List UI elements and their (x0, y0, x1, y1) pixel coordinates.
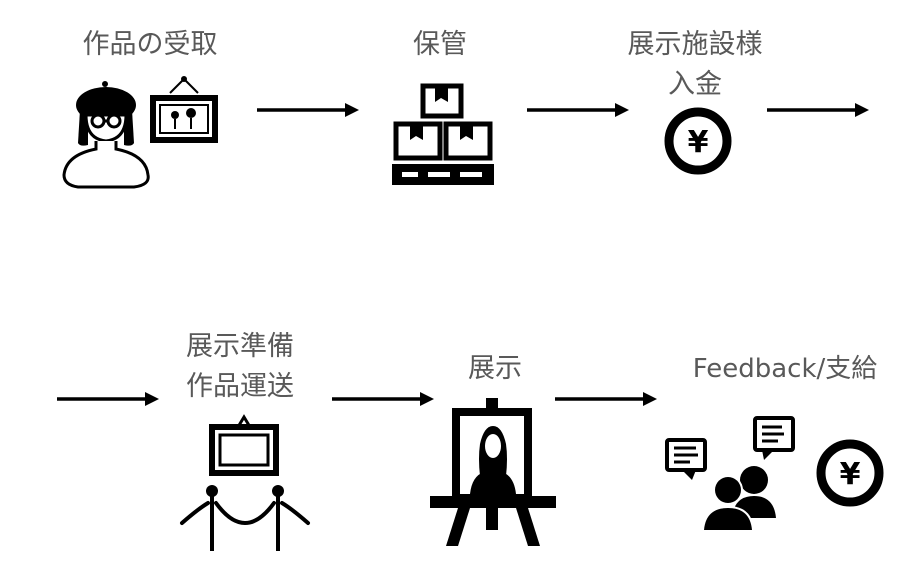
step-2-label: 保管 (413, 29, 467, 60)
step-4-label-line1: 展示準備 (186, 331, 294, 362)
arrow-3 (767, 103, 869, 117)
step-5-label: 展示 (468, 353, 522, 384)
artist-with-painting-icon (62, 76, 218, 189)
svg-text:¥: ¥ (688, 125, 709, 160)
yen-coin-icon: ¥ (664, 107, 732, 175)
svg-text:¥: ¥ (840, 457, 861, 492)
arrow-6 (555, 392, 657, 406)
framed-picture-rope-barrier-icon (180, 414, 310, 551)
arrow-4 (57, 392, 159, 406)
step-1-label: 作品の受取 (82, 29, 218, 60)
arrow-5 (332, 392, 434, 406)
stacked-boxes-pallet-icon (392, 83, 494, 185)
people-speech-bubbles-icon (665, 416, 795, 530)
step-4-label-line2: 作品運送 (186, 371, 294, 402)
step-3-label-line2: 入金 (668, 69, 722, 100)
step-6-label: Feedback/支給 (692, 354, 878, 384)
arrow-1 (257, 103, 359, 117)
easel-portrait-icon (430, 398, 556, 546)
yen-coin-icon-2: ¥ (816, 439, 884, 507)
arrow-2 (527, 103, 629, 117)
step-3-label-line1: 展示施設様 (627, 29, 763, 60)
